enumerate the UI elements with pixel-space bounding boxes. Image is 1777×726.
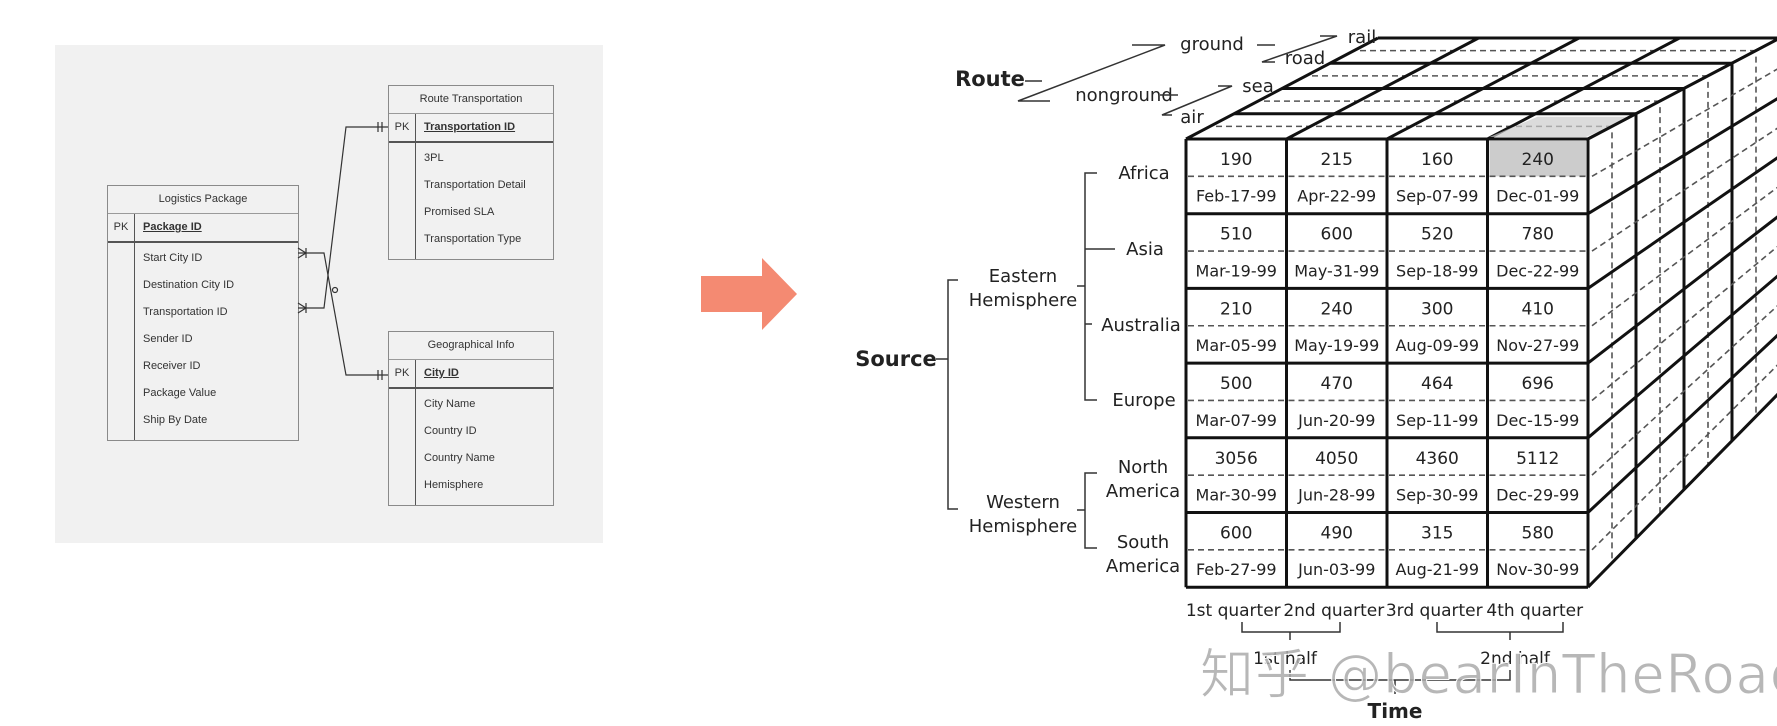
line-jump-icon <box>333 288 338 293</box>
watermark: 知乎 @bearInTheRoad <box>1200 630 1777 709</box>
relationship-line-transportation <box>298 127 388 308</box>
relationship-line-start-city <box>298 253 388 375</box>
